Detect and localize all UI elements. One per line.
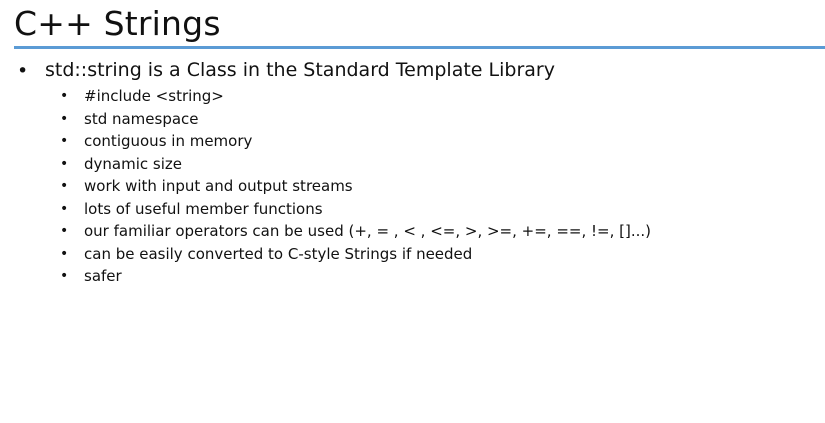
- bullet-icon: •: [60, 155, 69, 172]
- slide-title: C++ Strings: [14, 4, 221, 43]
- bullet-icon: •: [60, 245, 69, 262]
- main-bullet-item: • std::string is a Class in the Standard…: [0, 57, 825, 85]
- sub-point-text: our familiar operators can be used (+, =…: [84, 222, 651, 240]
- sub-point-text: #include <string>: [84, 87, 224, 105]
- sub-bullet-item: • work with input and output streams: [0, 175, 825, 198]
- sub-bullet-item: • can be easily converted to C-style Str…: [0, 243, 825, 266]
- sub-point-text: work with input and output streams: [84, 177, 353, 195]
- main-point-text: std::string is a Class in the Standard T…: [45, 59, 555, 81]
- sub-point-text: safer: [84, 267, 122, 285]
- sub-point-text: std namespace: [84, 109, 199, 128]
- bullet-icon: •: [60, 268, 69, 284]
- sub-bullet-item: • #include <string>: [0, 85, 825, 108]
- sub-point-text: can be easily converted to C-style Strin…: [84, 244, 473, 263]
- sub-bullet-item: • our familiar operators can be used (+,…: [0, 220, 825, 243]
- bullet-icon: •: [60, 133, 69, 149]
- bullet-icon: •: [60, 178, 69, 194]
- bullet-icon: •: [60, 200, 69, 217]
- title-underline: [14, 46, 825, 49]
- slide-content: • std::string is a Class in the Standard…: [0, 57, 825, 288]
- bullet-icon: •: [60, 110, 69, 127]
- sub-point-text: lots of useful member functions: [84, 199, 323, 218]
- bullet-icon: •: [60, 88, 69, 104]
- sub-bullet-item: • contiguous in memory: [0, 130, 825, 153]
- bullet-icon: •: [60, 223, 69, 239]
- sub-bullet-item: • dynamic size: [0, 153, 825, 176]
- sub-point-text: dynamic size: [84, 154, 182, 173]
- bullet-icon: •: [17, 60, 29, 82]
- sub-bullet-item: • std namespace: [0, 108, 825, 131]
- sub-bullet-item: • safer: [0, 265, 825, 288]
- sub-point-text: contiguous in memory: [84, 132, 253, 150]
- sub-bullet-list: • #include <string> • std namespace • co…: [0, 85, 825, 288]
- sub-bullet-item: • lots of useful member functions: [0, 198, 825, 221]
